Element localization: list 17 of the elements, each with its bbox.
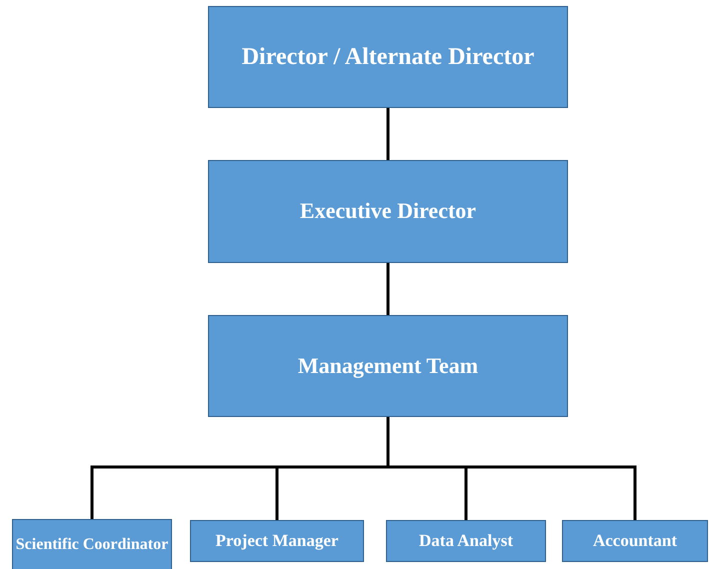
org-box <box>386 520 546 562</box>
box-label: Executive Director <box>300 199 476 224</box>
org-box <box>208 6 568 108</box>
box-label: Accountant <box>592 532 678 550</box>
box-label: Data Analyst <box>419 532 513 550</box>
org-box <box>208 160 568 263</box>
org-box <box>190 520 364 562</box>
org-box <box>208 315 568 417</box>
box-label: Director / Alternate Director <box>242 44 534 70</box>
connector-line <box>386 417 636 520</box>
org-box <box>562 520 708 562</box>
connector-line <box>386 108 390 160</box>
connector-line <box>386 263 390 315</box>
box-label: Management Team <box>298 354 478 378</box>
box-label: Scientific Coordinator <box>16 536 168 554</box>
org-box <box>12 519 172 569</box>
box-label: Project Manager <box>216 532 338 550</box>
